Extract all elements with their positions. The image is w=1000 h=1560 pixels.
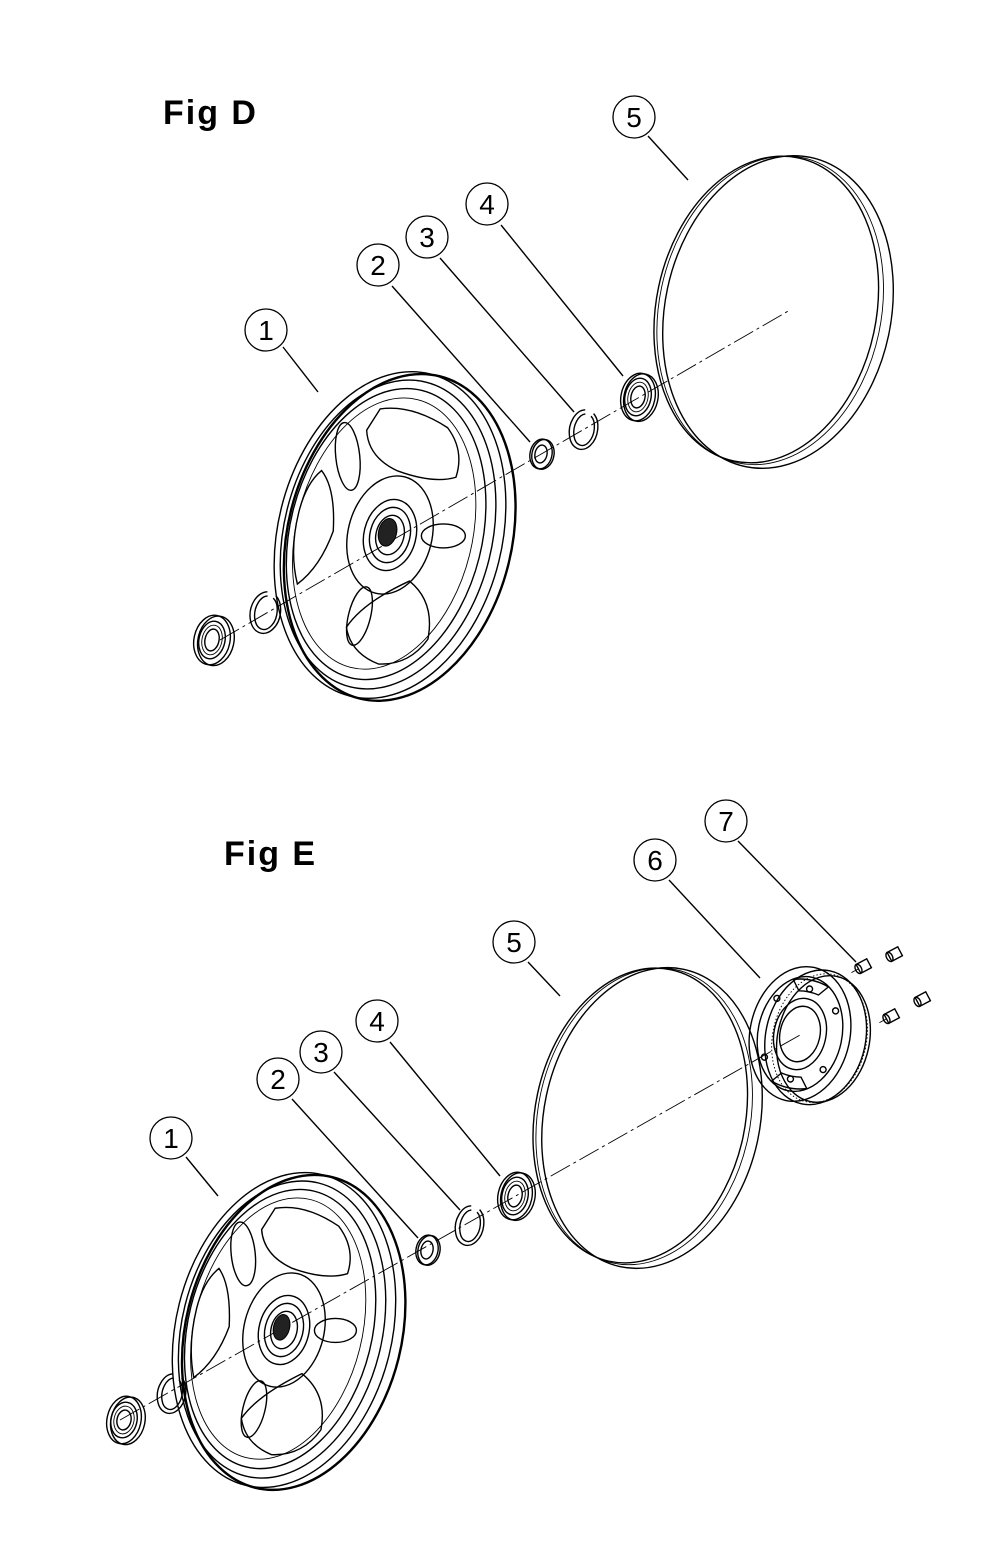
- fig-d-wheel-1: [273, 370, 517, 702]
- fig-d-callout-3: 3: [405, 215, 575, 413]
- svg-text:1: 1: [163, 1123, 179, 1154]
- svg-text:2: 2: [270, 1064, 286, 1095]
- fig-e-callout-1: 1: [149, 1116, 219, 1197]
- svg-text:3: 3: [419, 222, 435, 253]
- fig-d-front-snap-ring: [249, 591, 282, 635]
- fig-e-spacer-2: [415, 1234, 441, 1266]
- svg-text:1: 1: [258, 315, 274, 346]
- fig-e-callout-7: 7: [704, 799, 857, 963]
- fig-d-callout-1: 1: [244, 308, 319, 393]
- svg-text:5: 5: [506, 927, 522, 958]
- fig-d-snap-ring-3: [568, 409, 599, 451]
- fig-e-callout-2: 2: [256, 1057, 419, 1239]
- svg-text:3: 3: [313, 1037, 329, 1068]
- fig-e-callout-6: 6: [633, 838, 761, 979]
- fig-e-front-snap-ring: [156, 1373, 187, 1415]
- svg-text:7: 7: [718, 806, 734, 837]
- fig-e-snap-ring-3: [454, 1205, 485, 1247]
- fig-d-front-bearing: [192, 614, 235, 667]
- fig-e-callout-5: 5: [492, 920, 561, 997]
- fig-d-callout-2: 2: [356, 243, 531, 443]
- fig-e-tire: [532, 966, 763, 1270]
- fig-e-title: Fig E: [224, 835, 317, 873]
- fig-e-callout-4: 4: [355, 999, 501, 1177]
- fig-d-callout-4: 4: [465, 182, 624, 377]
- fig-e: Fig E: [105, 799, 932, 1492]
- svg-text:4: 4: [479, 189, 495, 220]
- fig-e-screws-7: [851, 945, 932, 1025]
- svg-text:5: 5: [626, 102, 642, 133]
- fig-d-tire: [653, 154, 895, 470]
- svg-text:6: 6: [647, 845, 663, 876]
- fig-d: Fig D: [163, 94, 895, 702]
- fig-d-axis: [219, 309, 791, 641]
- fig-e-hub-6: [748, 965, 872, 1106]
- fig-d-bearing-4: [619, 372, 659, 423]
- fig-e-callout-3: 3: [299, 1030, 461, 1211]
- fig-e-front-bearing: [105, 1395, 146, 1446]
- fig-e-bearing-4: [496, 1171, 536, 1222]
- fig-d-callout-5: 5: [612, 95, 689, 181]
- svg-text:4: 4: [369, 1006, 385, 1037]
- svg-text:2: 2: [370, 250, 386, 281]
- fig-e-wheel-1: [171, 1171, 407, 1492]
- fig-d-title: Fig D: [163, 94, 258, 132]
- fig-d-spacer-2: [529, 438, 555, 470]
